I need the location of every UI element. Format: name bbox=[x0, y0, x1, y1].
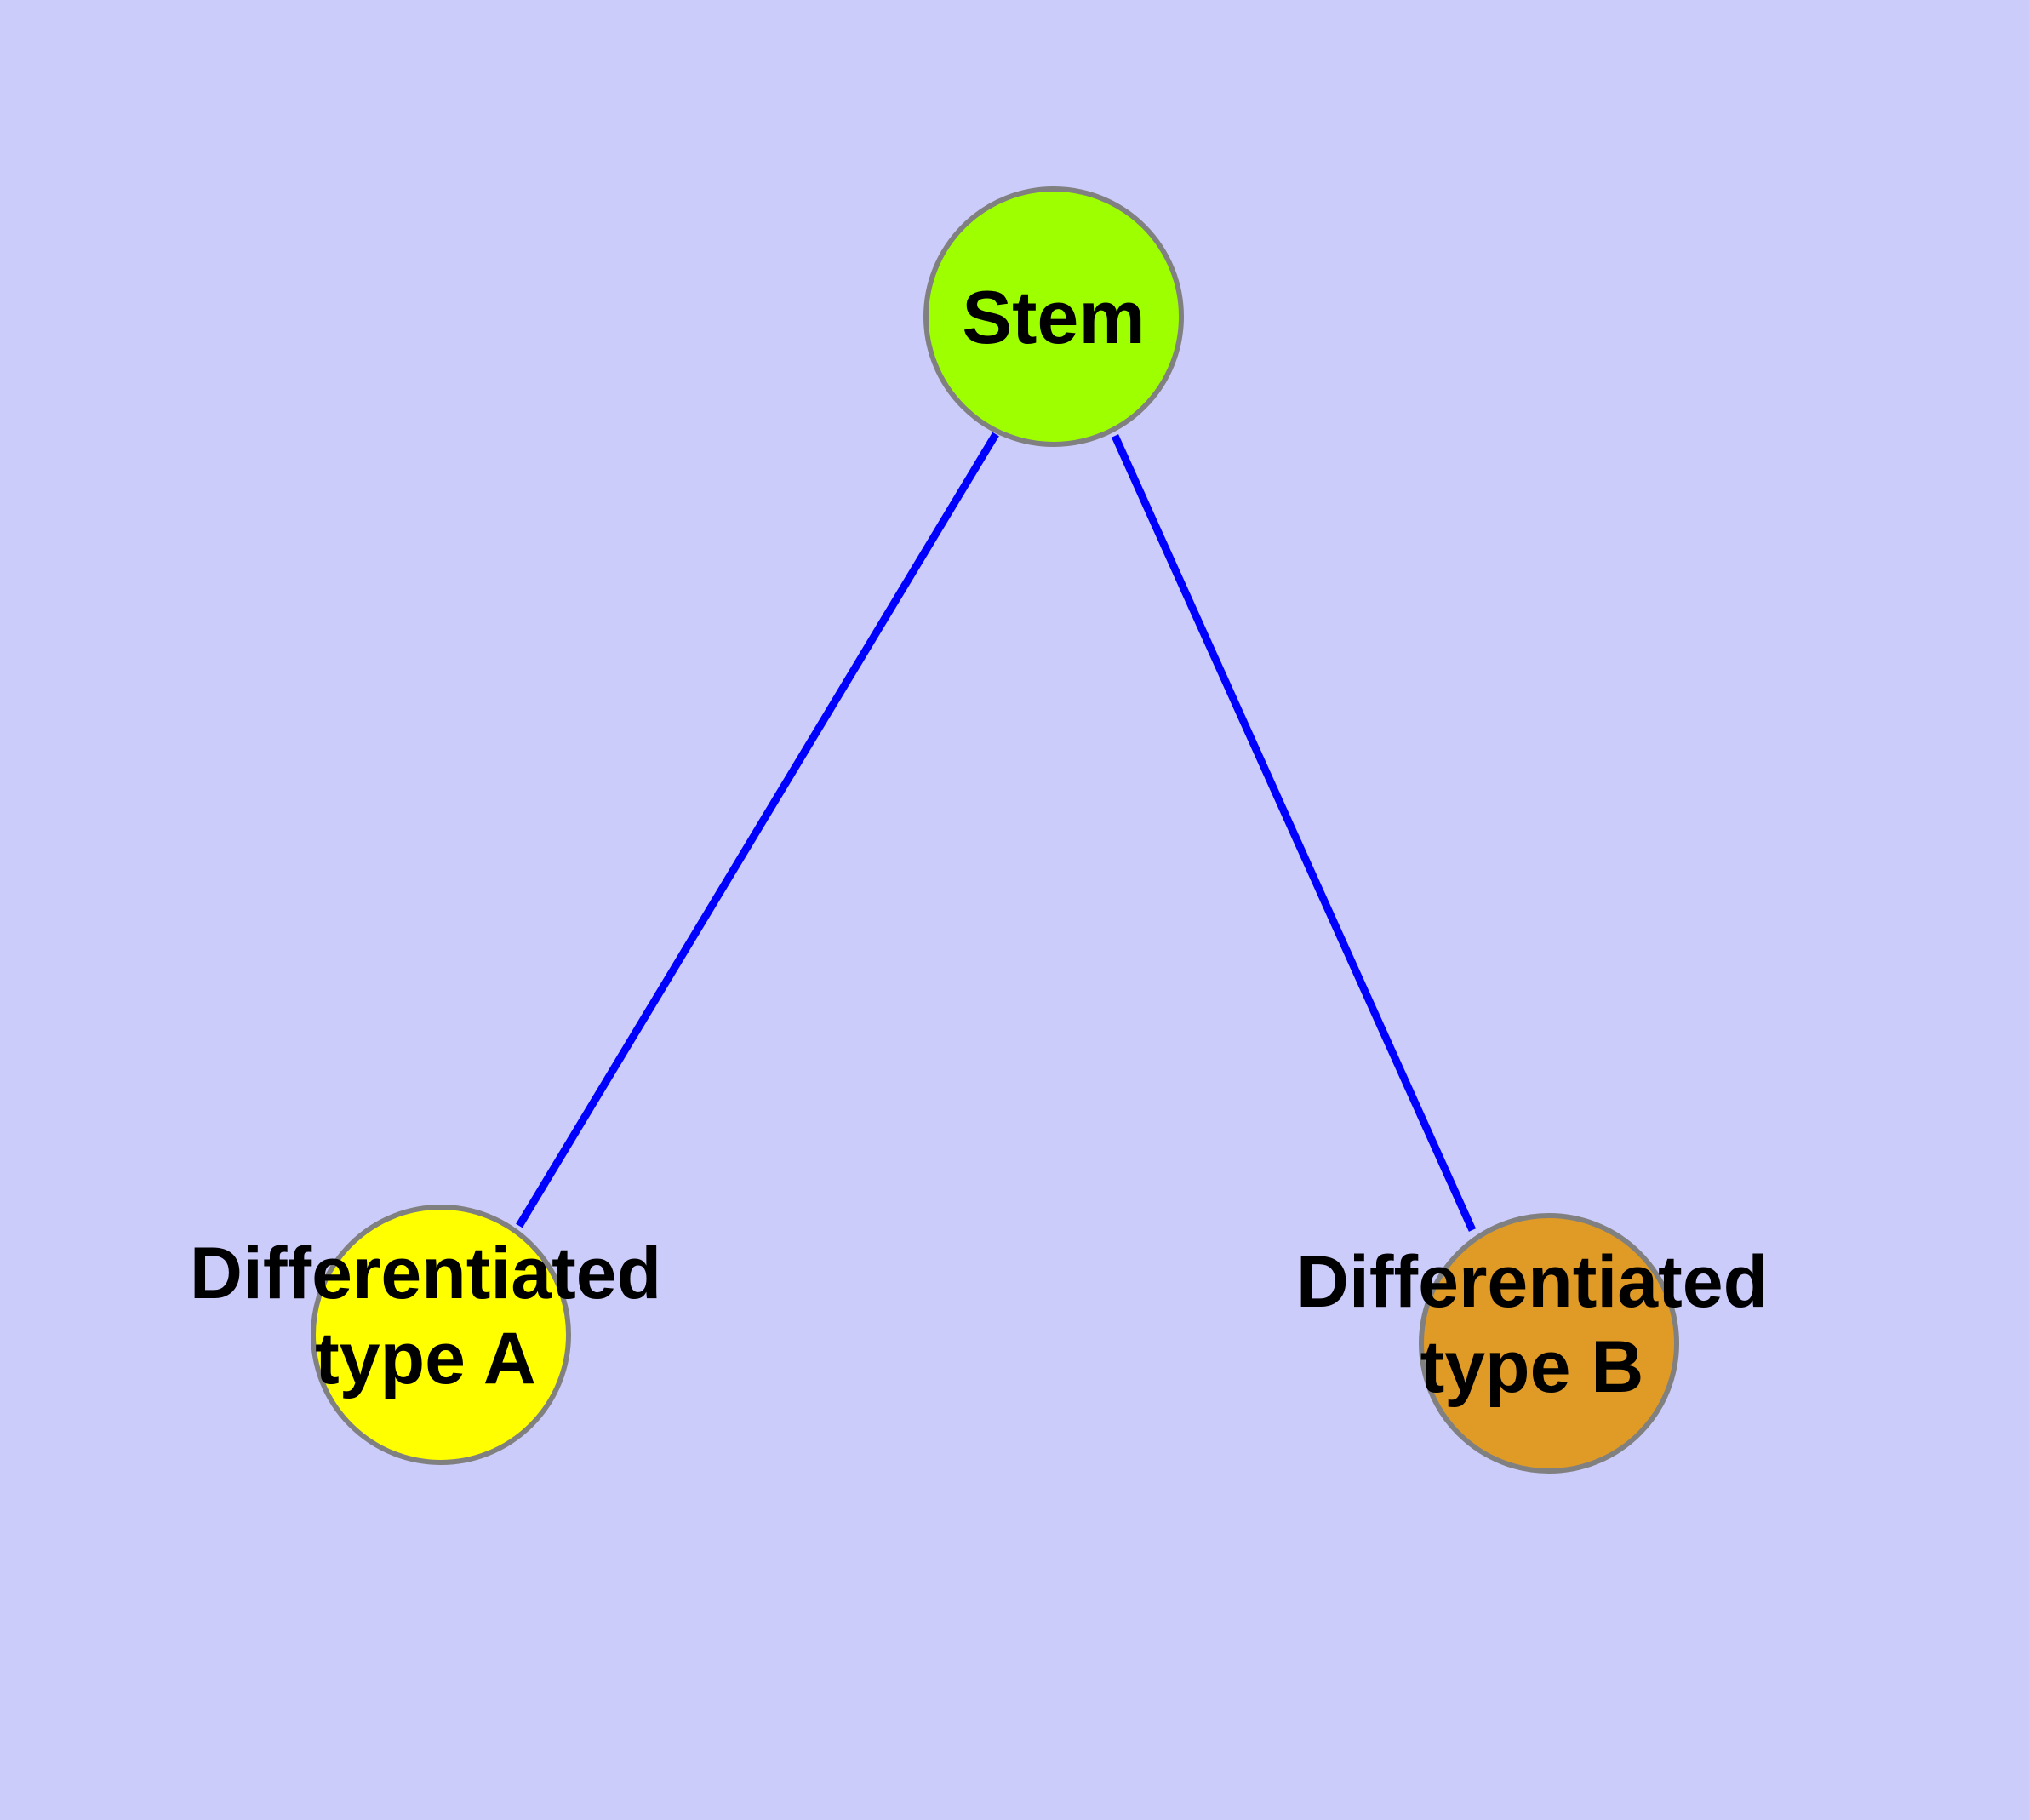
node-differentiated-type-b-label-line2: type B bbox=[1420, 1326, 1644, 1408]
node-differentiated-type-b-circle[interactable] bbox=[1419, 1213, 1679, 1474]
node-stem-circle[interactable] bbox=[923, 186, 1184, 447]
node-differentiated-type-a-circle[interactable] bbox=[311, 1205, 571, 1465]
node-differentiated-type-a-label-line2: type A bbox=[315, 1318, 536, 1399]
node-stem[interactable]: Stem bbox=[923, 186, 1184, 447]
node-differentiated-type-b-label-line1: Differentiated bbox=[1296, 1241, 1768, 1323]
node-layer: Stem bbox=[311, 186, 1679, 1474]
edge-layer bbox=[516, 432, 1477, 1232]
node-differentiated-type-a[interactable] bbox=[311, 1205, 571, 1465]
node-differentiated-type-b[interactable] bbox=[1419, 1213, 1679, 1474]
node-differentiated-type-a-label-line1: Differentiated bbox=[190, 1233, 661, 1314]
node-stem-label: Stem bbox=[962, 275, 1145, 359]
edge-stem-to-differentiated-type-a[interactable] bbox=[516, 432, 999, 1228]
edge-stem-to-differentiated-type-b[interactable] bbox=[1111, 434, 1477, 1232]
node-label-layer: Differentiated type A Differentiated typ… bbox=[190, 1233, 1768, 1408]
